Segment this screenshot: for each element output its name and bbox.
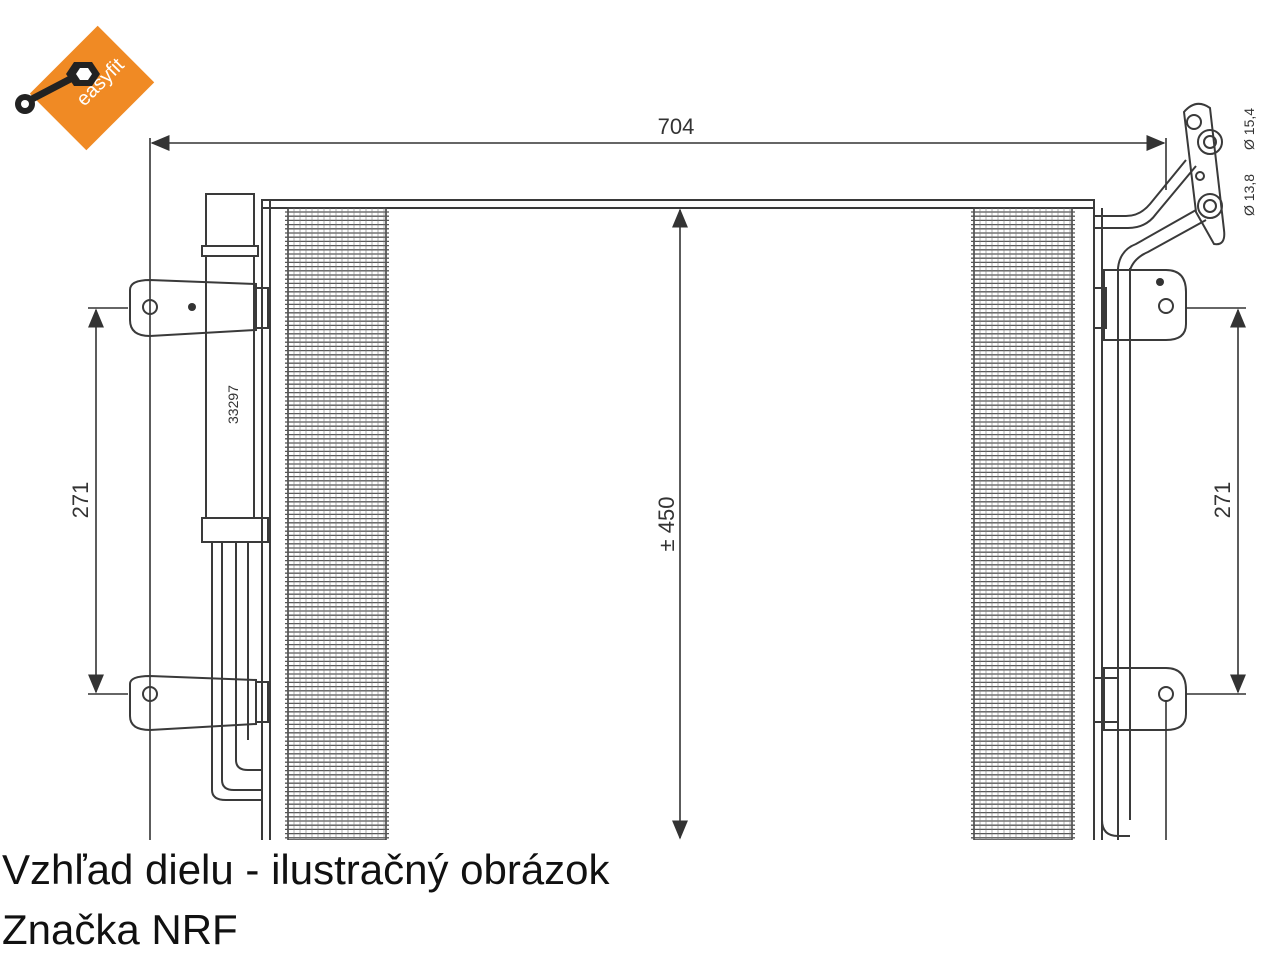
right-mount-dimension-label: 271	[1210, 482, 1235, 519]
left-lower-bracket	[129, 674, 269, 732]
right-lower-bracket	[1093, 667, 1187, 731]
left-mount-dimension-label: 271	[68, 482, 93, 519]
logo-square-icon	[29, 25, 155, 151]
left-mount-dimension: 271	[68, 307, 128, 695]
right-fin-zone	[971, 207, 1075, 840]
condenser-technical-drawing: easyfit 704 33297	[15, 25, 1257, 840]
receiver-drier: 33297	[201, 193, 271, 840]
illustration-caption: Vzhľad dielu - ilustračný obrázok	[2, 846, 610, 893]
right-side-tank	[1093, 200, 1131, 840]
right-upper-bracket	[1093, 269, 1187, 341]
height-dimension-label: ± 450	[654, 497, 679, 552]
brand-caption: Značka NRF	[2, 906, 238, 953]
pipe-port-1-icon	[1197, 129, 1223, 155]
right-mount-dimension: 271	[1165, 307, 1246, 840]
width-dimension: 704	[149, 114, 1167, 840]
height-dimension: ± 450	[654, 208, 688, 840]
part-number-label: 33297	[225, 385, 241, 424]
refrigerant-pipes	[1094, 159, 1207, 271]
pipe-flange: Ø 13,8 Ø 15,4	[1182, 102, 1257, 246]
width-dimension-label: 704	[658, 114, 695, 139]
pipe-diameter-1-label: Ø 13,8	[1241, 174, 1257, 216]
wrench-icon	[15, 62, 100, 114]
left-upper-bracket	[129, 278, 269, 338]
left-fin-zone	[285, 207, 389, 840]
pipe-diameter-2-label: Ø 15,4	[1241, 108, 1257, 150]
pipe-port-2-icon	[1197, 193, 1223, 219]
top-header-bar	[261, 199, 1095, 209]
